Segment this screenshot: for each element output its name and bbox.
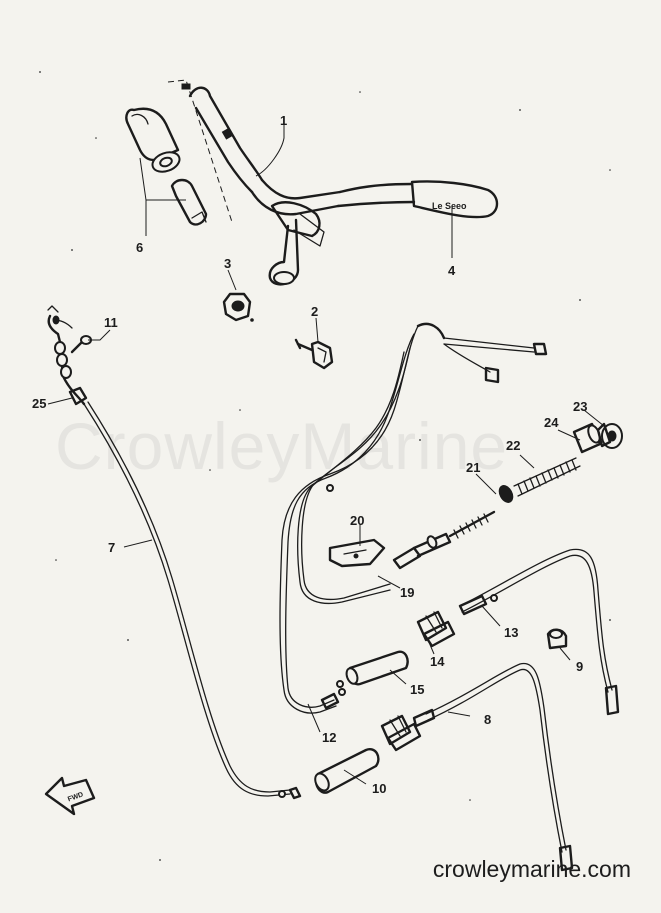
cable-part-13 <box>416 548 620 716</box>
callout-9: 9 <box>576 659 583 674</box>
print-specks <box>39 71 611 861</box>
spring-set-parts-21-24 <box>448 422 623 539</box>
callout-6: 6 <box>136 240 143 255</box>
callout-11: 11 <box>104 315 118 330</box>
callout-12: 12 <box>322 730 336 745</box>
callout-21: 21 <box>466 460 480 475</box>
steering-handle: Le Seeo <box>167 79 499 286</box>
callout-7: 7 <box>108 540 115 555</box>
callout-10: 10 <box>372 781 386 796</box>
callout-1: 1 <box>280 113 287 128</box>
sleeve-part-15 <box>336 650 409 688</box>
nut-part-3 <box>222 292 254 322</box>
callout-8: 8 <box>484 712 491 727</box>
callout-numbers: 1 2 3 4 6 7 8 9 10 11 12 13 14 15 19 20 … <box>32 113 587 796</box>
sleeve-part-10 <box>314 748 380 794</box>
callout-22: 22 <box>506 438 520 453</box>
callout-2: 2 <box>311 304 318 319</box>
grip-lettering: Le Seeo <box>432 201 467 211</box>
bolt-part-2 <box>294 338 334 370</box>
callout-14: 14 <box>430 654 445 669</box>
callout-4: 4 <box>448 263 456 278</box>
callout-13: 13 <box>504 625 518 640</box>
cable-part-12-19 <box>279 322 548 714</box>
callout-24: 24 <box>544 415 559 430</box>
leader-lines <box>47 124 605 785</box>
callout-20: 20 <box>350 513 364 528</box>
callout-15: 15 <box>410 682 424 697</box>
cable-part-8 <box>380 662 574 872</box>
site-caption[interactable]: crowleymarine.com <box>432 856 631 882</box>
watermark: CrowleyMarine <box>55 409 509 483</box>
grip-set-part-6 <box>125 107 208 226</box>
callout-23: 23 <box>573 399 587 414</box>
forward-direction-arrow: FWD <box>44 776 96 816</box>
callout-25: 25 <box>32 396 46 411</box>
callout-3: 3 <box>224 256 231 271</box>
cable-part-7 <box>47 305 302 800</box>
callout-19: 19 <box>400 585 414 600</box>
